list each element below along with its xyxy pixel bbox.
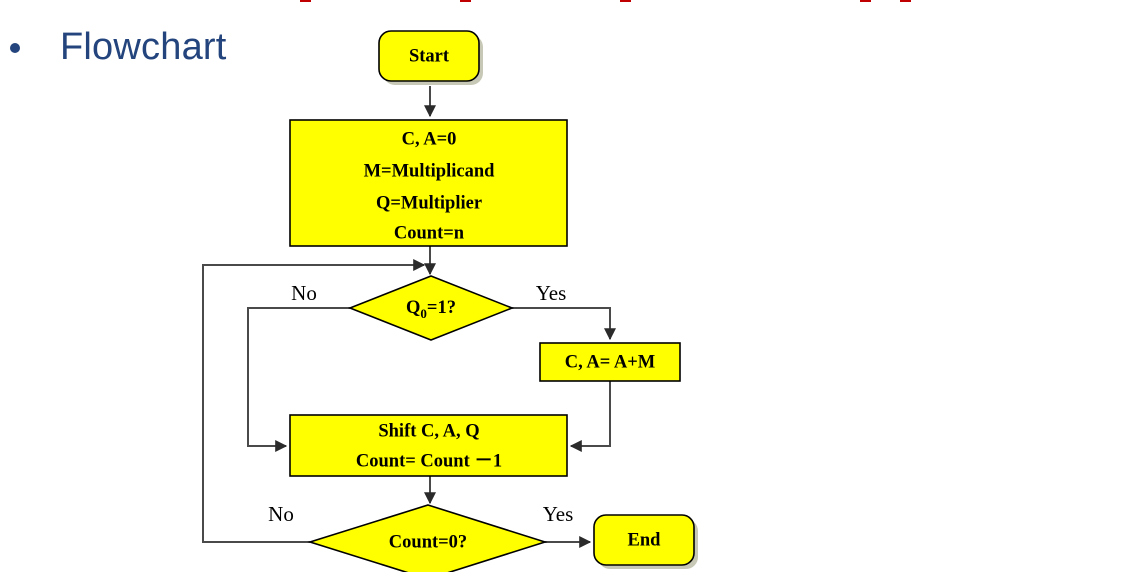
node-end-label: End bbox=[628, 530, 662, 550]
node-add-label: C, A= A+M bbox=[565, 352, 655, 372]
node-shift: Shift C, A, Q Count= Count －1 bbox=[289, 414, 568, 477]
node-init-line-4: Count=n bbox=[394, 223, 465, 243]
node-countz-decision: Count=0? bbox=[307, 504, 548, 572]
edge-add-to-shift bbox=[569, 381, 611, 452]
node-q0-decision: Q0=1? bbox=[347, 275, 515, 341]
bullet-label: Flowchart bbox=[60, 26, 227, 68]
node-start: Start bbox=[378, 30, 483, 85]
edge-q0-yes-to-add bbox=[512, 307, 616, 341]
branch-label-countz-no: No bbox=[268, 502, 294, 526]
cropped-text-mark bbox=[900, 0, 911, 2]
node-q0-shape bbox=[347, 275, 515, 341]
node-init: C, A=0 M=Multiplicand Q=Multiplier Count… bbox=[289, 119, 568, 247]
bullet-item-flowchart: Flowchart bbox=[10, 26, 227, 68]
node-init-shape bbox=[289, 119, 568, 247]
node-q0-label-sub: 0 bbox=[420, 306, 427, 321]
node-shift-line-1: Shift C, A, Q bbox=[378, 421, 479, 441]
node-q0-label: Q0=1? bbox=[406, 298, 456, 321]
node-add: C, A= A+M bbox=[539, 342, 681, 382]
node-q0-label-base: Q bbox=[406, 298, 420, 318]
edge-countz-no-loop bbox=[202, 259, 426, 543]
node-init-line-1: C, A=0 bbox=[402, 129, 457, 149]
node-q0-label-rest: =1? bbox=[427, 298, 456, 318]
node-end-shape bbox=[593, 514, 695, 566]
cropped-text-mark bbox=[460, 0, 471, 2]
node-countz-label: Count=0? bbox=[389, 532, 467, 552]
node-end: End bbox=[593, 514, 698, 569]
node-countz-shape bbox=[307, 504, 548, 572]
cropped-text-mark bbox=[860, 0, 871, 2]
node-start-label: Start bbox=[409, 46, 450, 66]
node-shift-line-2: Count= Count －1 bbox=[356, 451, 502, 471]
branch-label-q0-yes: Yes bbox=[536, 281, 567, 305]
branch-label-q0-no: No bbox=[291, 281, 317, 305]
node-shift-shape bbox=[289, 414, 568, 477]
edge-q0-no-to-shift bbox=[247, 307, 350, 452]
node-init-line-3: Q=Multiplier bbox=[376, 193, 482, 213]
cropped-text-mark bbox=[300, 0, 311, 2]
branch-label-countz-yes: Yes bbox=[543, 502, 574, 526]
node-add-shape bbox=[539, 342, 681, 382]
cropped-text-mark bbox=[620, 0, 631, 2]
cropped-title-sliver bbox=[0, 0, 1133, 3]
node-start-shape bbox=[378, 30, 480, 82]
node-init-line-2: M=Multiplicand bbox=[364, 161, 496, 181]
bullet-dot-icon bbox=[10, 42, 20, 53]
